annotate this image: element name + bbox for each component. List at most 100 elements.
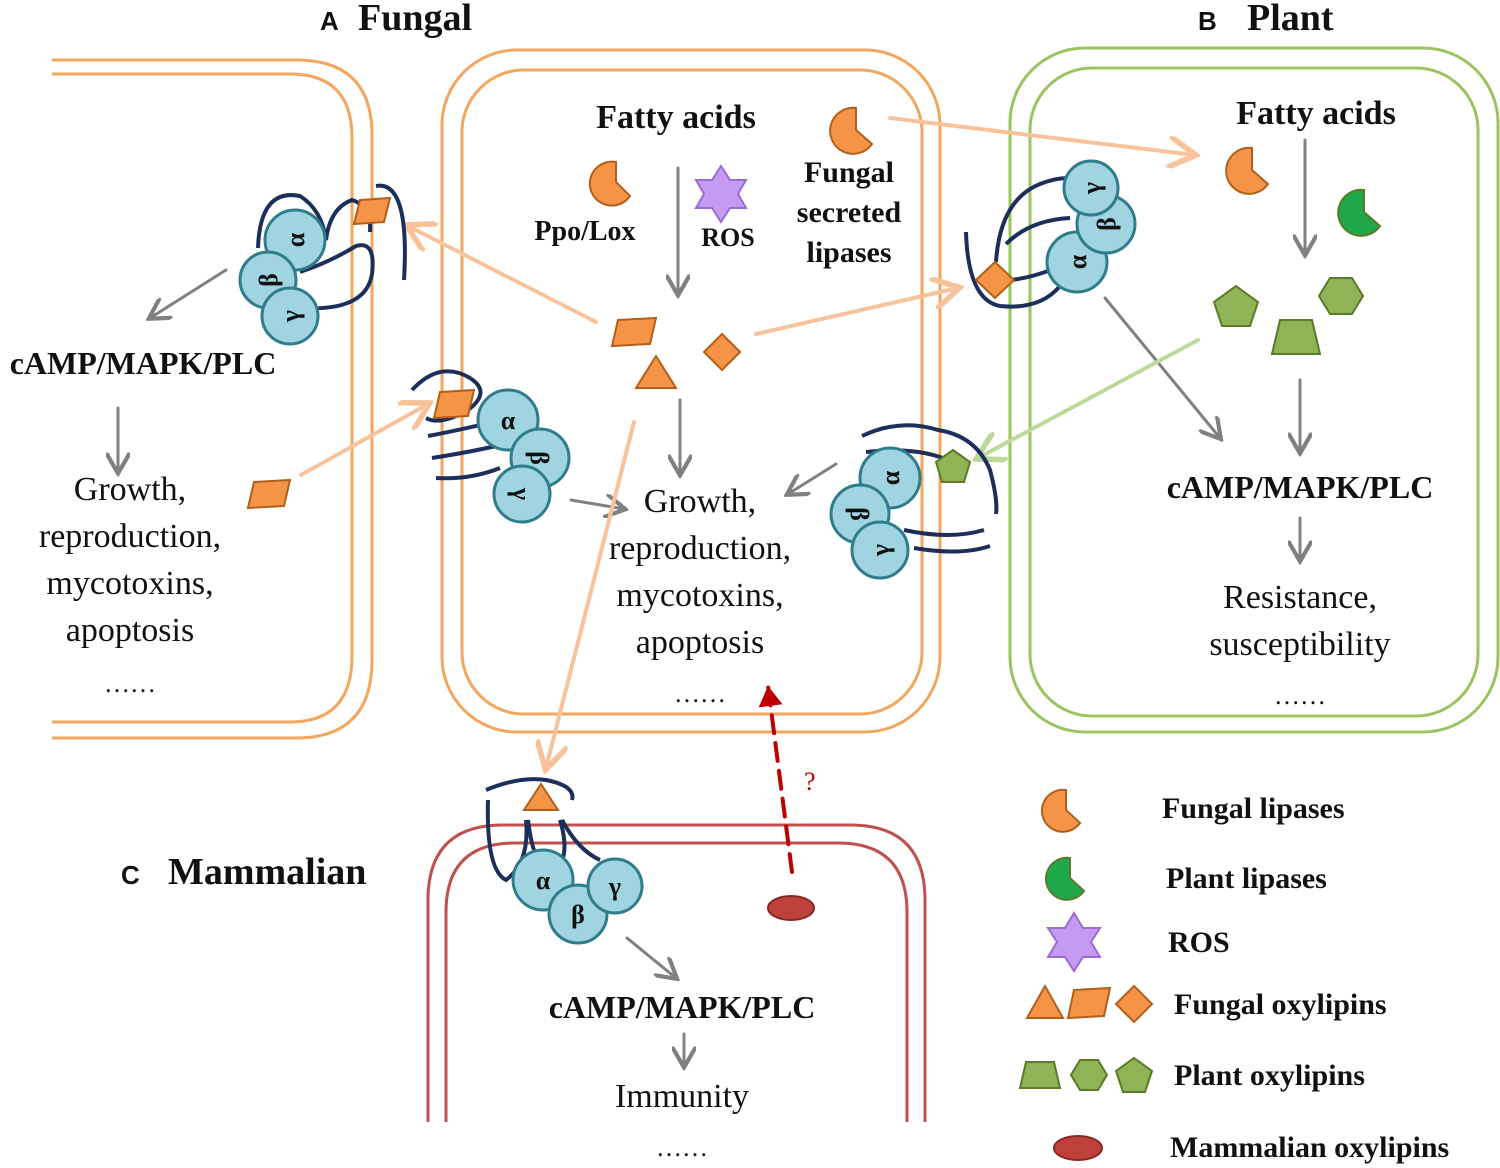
beta-label: β (1092, 217, 1121, 231)
mammal-oxylipin-question-arrow (758, 684, 794, 874)
mammal-signaling-label: cAMP/MAPK/PLC (549, 989, 816, 1025)
alpha-label: α (281, 232, 310, 247)
mammalian-oxylipin (767, 895, 815, 921)
beta-label: β (254, 273, 283, 287)
gamma-label: γ (1077, 182, 1106, 195)
ros-icon (694, 164, 748, 224)
plant-oxylipin-icons (1018, 1056, 1154, 1093)
legend-label-fungal-lipases: Fungal lipases (1162, 792, 1345, 825)
bound-fungal-oxylipin (974, 260, 1016, 300)
fungal-oxylipin-icons (1025, 983, 1154, 1024)
immunity-label: Immunity (615, 1078, 749, 1115)
bound-fungal-oxylipin (522, 782, 560, 811)
neighbor-outcome-line-4: apoptosis (66, 612, 194, 649)
panel-c-title: Mammalian (168, 851, 366, 893)
receptor-helices (964, 176, 1088, 309)
gamma-subunit (1062, 159, 1120, 217)
oxylipin-to-neighbor-gpcr-arrow (408, 226, 598, 324)
panel-a-letter: A (320, 6, 339, 36)
mammal-ellipsis: …… (656, 1133, 708, 1162)
legend-label-fungal-oxylipins: Fungal oxylipins (1174, 988, 1387, 1021)
plant-oxylipin-hexagon (1317, 277, 1365, 315)
gamma-subunit (850, 520, 910, 580)
fungal-outcome-line-4: apoptosis (636, 624, 764, 661)
oxylipin-to-mammal-gpcr-arrow (546, 420, 636, 768)
bound-fungal-oxylipin (352, 196, 392, 226)
ppo-lox-label: Ppo/Lox (534, 216, 635, 247)
gpcr-to-outcome-arrow (569, 500, 624, 509)
panel-c-letter: C (121, 860, 140, 890)
fungal-lipase-in-plant-icon (1225, 146, 1270, 195)
plant-lipase-icon (1337, 188, 1382, 237)
legend-label-plant-oxylipins: Plant oxylipins (1174, 1059, 1365, 1092)
bound-fungal-oxylipin (432, 388, 476, 420)
neighbor-gpcr-to-signaling-arrow (150, 268, 228, 318)
plant-cell-molecules (1212, 146, 1382, 355)
beta-label: β (571, 900, 585, 929)
ros-label: ROS (701, 223, 754, 252)
plant-outcome-line-1: Resistance, (1223, 579, 1377, 616)
gpcr-mammalian: α β γ (485, 777, 644, 945)
beta-label: β (845, 507, 874, 521)
fungal-outcome-line-2: reproduction, (609, 530, 791, 567)
mammalian-cell-membrane (426, 823, 927, 1122)
ros-icon (1046, 911, 1102, 973)
ppo-lox-lipase-icon (588, 160, 632, 207)
fungal-outcome-line-1: Growth, (644, 483, 756, 520)
oxylipin-to-plant-gpcr-arrow (754, 288, 958, 336)
panel-a-title: Fungal (358, 0, 472, 39)
secreted-lipases-line-1: Fungal (804, 156, 894, 189)
plant-oxylipin-pentagon (1212, 284, 1260, 327)
bound-plant-oxylipin (934, 448, 972, 483)
alpha-label: α (1063, 254, 1092, 269)
fungal-oxylipin-triangle (634, 354, 678, 389)
legend-label-mammalian-oxylipins: Mammalian oxylipins (1170, 1131, 1449, 1164)
plant-oxylipin-trapezoid (1270, 319, 1322, 355)
legend: Fungal lipases Plant lipases ROS Fungal … (1018, 788, 1449, 1164)
mammal-gpcr-to-signaling-arrow (625, 936, 676, 978)
secreted-lipases-line-3: lipases (806, 236, 891, 269)
neighbor-outcome-line-3: mycotoxins, (46, 565, 213, 602)
unknown-effect-label: ? (804, 767, 816, 796)
fungal-cell-molecules (246, 106, 874, 510)
gamma-label: γ (866, 544, 895, 557)
beta-label: β (525, 451, 554, 465)
gpcr-plant-upper: α β γ (964, 159, 1137, 309)
mammalian-oxylipin-icon (1053, 1135, 1103, 1161)
neighbor-ellipsis: …… (104, 669, 156, 698)
fungal-outcome-line-3: mycotoxins, (616, 577, 783, 614)
fungal-lipase-icon (1040, 788, 1082, 833)
gpcr-fungal-interface: α β γ (829, 423, 999, 580)
legend-label-ros: ROS (1168, 926, 1230, 959)
fungal-ellipsis: …… (674, 679, 726, 708)
alpha-label: α (536, 866, 551, 895)
secreted-lipase-to-plant-arrow (888, 116, 1194, 155)
gamma-subunit (260, 286, 320, 346)
gamma-label: γ (608, 872, 621, 901)
gamma-subunit (586, 857, 644, 915)
plant-cell-membrane (1008, 46, 1500, 734)
fungal-fatty-acids-label: Fatty acids (596, 99, 756, 136)
gpcr-fungal-cell: α β γ (410, 369, 571, 524)
fungal-oxylipin-diamond (702, 332, 742, 372)
fungal-oxylipin-parallelogram (610, 316, 658, 348)
plant-signaling-label: cAMP/MAPK/PLC (1167, 469, 1434, 505)
neighbor-outcome-line-2: reproduction, (39, 518, 221, 555)
gamma-label: γ (507, 487, 536, 500)
plant-outcome-line-2: susceptibility (1209, 626, 1390, 663)
secreted-lipase-icon (829, 106, 874, 155)
extracellular-oxylipin-to-gpcr-arrow (299, 404, 428, 477)
plant-oxylipin-to-fungal-gpcr-arrow (978, 338, 1200, 458)
alpha-label: α (501, 406, 516, 435)
plant-gpcr-to-fungal-outcome-arrow (788, 462, 838, 494)
neighbor-outcome-line-1: Growth, (74, 471, 186, 508)
neighbor-fungal-cell-membrane (52, 58, 374, 740)
signal-arrows (118, 116, 1305, 1066)
gamma-subunit (492, 464, 552, 524)
gamma-label: γ (276, 310, 305, 323)
extracellular-fungal-oxylipin (246, 478, 292, 510)
plant-fatty-acids-label: Fatty acids (1236, 95, 1396, 132)
panel-b-title: Plant (1247, 0, 1334, 39)
